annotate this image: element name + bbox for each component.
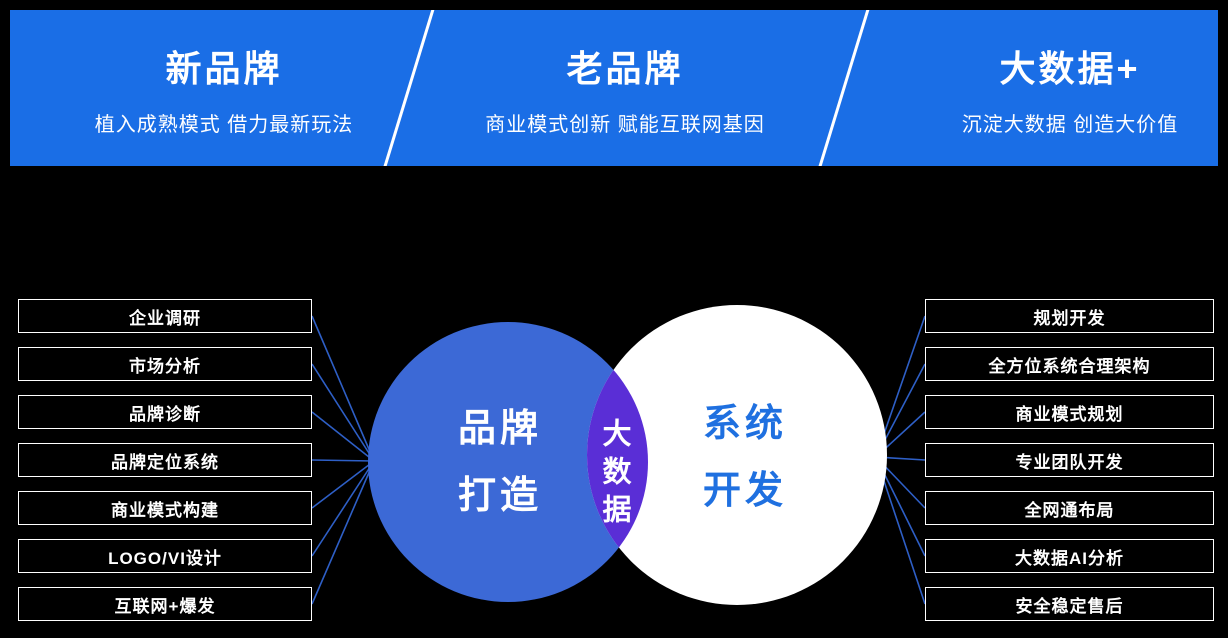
left-circle-label-line2: 打造: [457, 475, 542, 517]
connector-line: [311, 460, 375, 605]
right-item-box: 专业团队开发: [925, 443, 1214, 477]
connector-line: [311, 460, 375, 557]
banner-subtitle-big-data: 沉淀大数据 创造大价值: [961, 113, 1179, 136]
left-item-box: 市场分析: [18, 347, 312, 381]
connector-line: [875, 411, 926, 458]
right-item-box: 安全稳定售后: [925, 587, 1214, 621]
left-item-box: 商业模式构建: [18, 491, 312, 525]
intersection-label: 大数据: [598, 417, 630, 532]
banner-title-new-brand: 新品牌: [165, 47, 283, 89]
connector-line: [875, 456, 926, 461]
banner-subtitle-new-brand: 植入成熟模式 借力最新玩法: [94, 113, 354, 136]
banner-subtitle-old-brand: 商业模式创新 赋能互联网基因: [485, 113, 765, 136]
connector-line: [875, 456, 926, 557]
right-circle-label-line2: 开发: [702, 470, 787, 512]
right-circle-label: 系统 开发: [670, 391, 820, 525]
connector-line: [311, 411, 375, 462]
right-item-box: 大数据AI分析: [925, 539, 1214, 573]
connector-line: [311, 363, 375, 462]
connector-line: [311, 315, 375, 462]
connector-line: [875, 363, 926, 458]
banner-section-new-brand: 新品牌 植入成熟模式 借力最新玩法: [10, 10, 408, 166]
connector-line: [311, 460, 375, 509]
banner-title-big-data: 大数据+: [999, 47, 1141, 89]
left-item-box: 互联网+爆发: [18, 587, 312, 621]
left-item-box: 品牌诊断: [18, 395, 312, 429]
left-item-box: 品牌定位系统: [18, 443, 312, 477]
top-banner: 新品牌 植入成熟模式 借力最新玩法 老品牌 商业模式创新 赋能互联网基因 大数据…: [10, 10, 1218, 166]
banner-section-big-data: 大数据+ 沉淀大数据 创造大价值: [842, 10, 1218, 166]
right-item-box: 全方位系统合理架构: [925, 347, 1214, 381]
connector-line: [311, 459, 375, 462]
right-circle-label-line1: 系统: [702, 403, 787, 445]
banner-section-old-brand: 老品牌 商业模式创新 赋能互联网基因: [408, 10, 842, 166]
right-item-box: 规划开发: [925, 299, 1214, 333]
connector-line: [875, 315, 926, 458]
left-item-box: 企业调研: [18, 299, 312, 333]
left-item-box: LOGO/VI设计: [18, 539, 312, 573]
right-item-box: 全网通布局: [925, 491, 1214, 525]
connector-line: [875, 456, 926, 509]
connector-line: [875, 456, 926, 605]
left-circle-label-line1: 品牌: [457, 408, 542, 450]
right-item-box: 商业模式规划: [925, 395, 1214, 429]
banner-title-old-brand: 老品牌: [566, 47, 684, 89]
left-circle-label: 品牌 打造: [425, 396, 575, 530]
